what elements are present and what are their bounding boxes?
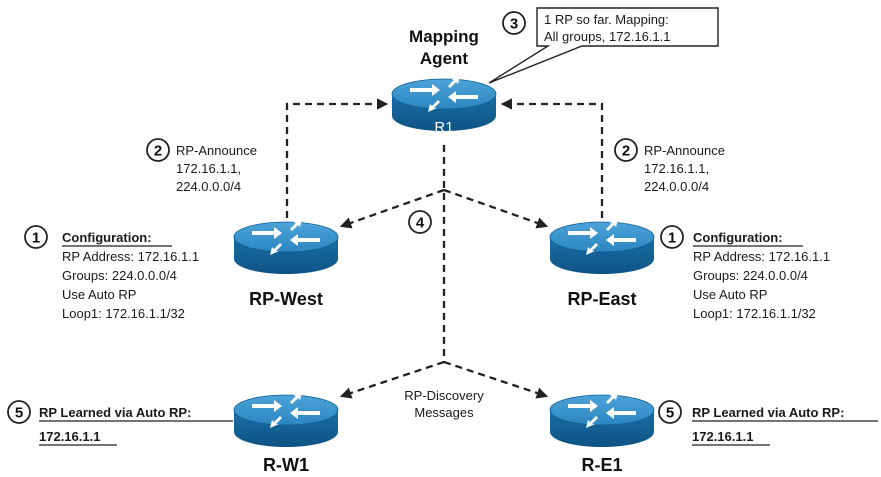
discovery-line2: Messages (414, 405, 474, 420)
mapping-callout: 1 RP so far. Mapping: All groups, 172.16… (488, 7, 719, 84)
svg-text:5: 5 (15, 405, 23, 422)
announce-west-line2: 172.16.1.1, (176, 161, 241, 176)
mapping-agent-title-line2: Agent (420, 49, 469, 68)
router-r-w1[interactable] (233, 391, 339, 448)
announce-east-line3: 224.0.0.0/4 (644, 179, 709, 194)
announce-arrow-east (500, 98, 604, 218)
rp-west-line1: RP Address: 172.16.1.1 (62, 249, 199, 264)
numbered-circle-icon (24, 225, 48, 249)
router-rp-east[interactable] (549, 218, 655, 275)
r-w1-learned: RP Learned via Auto RP: (39, 405, 191, 420)
router-icon (549, 218, 655, 275)
numbered-circle-icon (502, 11, 526, 35)
rp-east-line1: RP Address: 172.16.1.1 (693, 249, 830, 264)
svg-text:1: 1 (668, 230, 676, 247)
mapping-arrow-rp-east (443, 188, 549, 229)
discovery-line1: RP-Discovery (404, 388, 484, 403)
step-4-badge: 4 (408, 210, 432, 234)
announce-west-line3: 224.0.0.0/4 (176, 179, 241, 194)
step-3-badge: 3 (502, 11, 526, 35)
step-5-east-badge: 5 (658, 400, 682, 424)
svg-text:4: 4 (416, 215, 425, 232)
step-2-east-badge: 2 (614, 138, 638, 162)
r-w1-name: R-W1 (263, 455, 309, 475)
svg-text:2: 2 (154, 143, 162, 160)
step-1-east-badge: 1 (660, 225, 684, 249)
step-2-west-badge: 2 (146, 138, 170, 162)
r-e1-name: R-E1 (581, 455, 622, 475)
rp-west-line3: Use Auto RP (62, 287, 136, 302)
router-icon (549, 391, 655, 448)
discovery-arrow-r-e1 (443, 360, 549, 399)
mapping-agent-title-line1: Mapping (409, 27, 479, 46)
svg-text:5: 5 (666, 405, 674, 422)
numbered-circle-icon (614, 138, 638, 162)
r-e1-address: 172.16.1.1 (692, 429, 753, 444)
router-r1[interactable]: R1 (391, 75, 497, 136)
rp-west-name: RP-West (249, 289, 323, 309)
rp-east-line2: Groups: 224.0.0.0/4 (693, 268, 808, 283)
rp-east-line3: Use Auto RP (693, 287, 767, 302)
router-rp-west[interactable] (233, 218, 339, 275)
rp-east-config-title: Configuration: (693, 230, 783, 245)
svg-text:3: 3 (510, 16, 518, 33)
r-w1-address: 172.16.1.1 (39, 429, 100, 444)
callout-line2: All groups, 172.16.1.1 (544, 29, 670, 44)
router-r1-label: R1 (434, 119, 453, 136)
rp-west-line4: Loop1: 172.16.1.1/32 (62, 306, 185, 321)
announce-arrow-west (285, 98, 389, 218)
r-e1-learned: RP Learned via Auto RP: (692, 405, 844, 420)
router-icon (233, 218, 339, 275)
announce-west-line1: RP-Announce (176, 143, 257, 158)
step-1-west-badge: 1 (24, 225, 48, 249)
router-icon (233, 391, 339, 448)
rp-east-name: RP-East (567, 289, 636, 309)
rp-east-line4: Loop1: 172.16.1.1/32 (693, 306, 816, 321)
callout-line1: 1 RP so far. Mapping: (544, 12, 669, 27)
rp-west-line2: Groups: 224.0.0.0/4 (62, 268, 177, 283)
numbered-circle-icon (7, 400, 31, 424)
numbered-circle-icon (658, 400, 682, 424)
svg-text:2: 2 (622, 143, 630, 160)
router-r-e1[interactable] (549, 391, 655, 448)
numbered-circle-icon (408, 210, 432, 234)
announce-east-line1: RP-Announce (644, 143, 725, 158)
discovery-arrow-r-w1 (339, 360, 445, 399)
svg-text:1: 1 (32, 230, 40, 247)
mapping-arrow-rp-west (339, 188, 445, 229)
announce-east-line2: 172.16.1.1, (644, 161, 709, 176)
numbered-circle-icon (146, 138, 170, 162)
numbered-circle-icon (660, 225, 684, 249)
rp-west-config-title: Configuration: (62, 230, 152, 245)
step-5-west-badge: 5 (7, 400, 31, 424)
